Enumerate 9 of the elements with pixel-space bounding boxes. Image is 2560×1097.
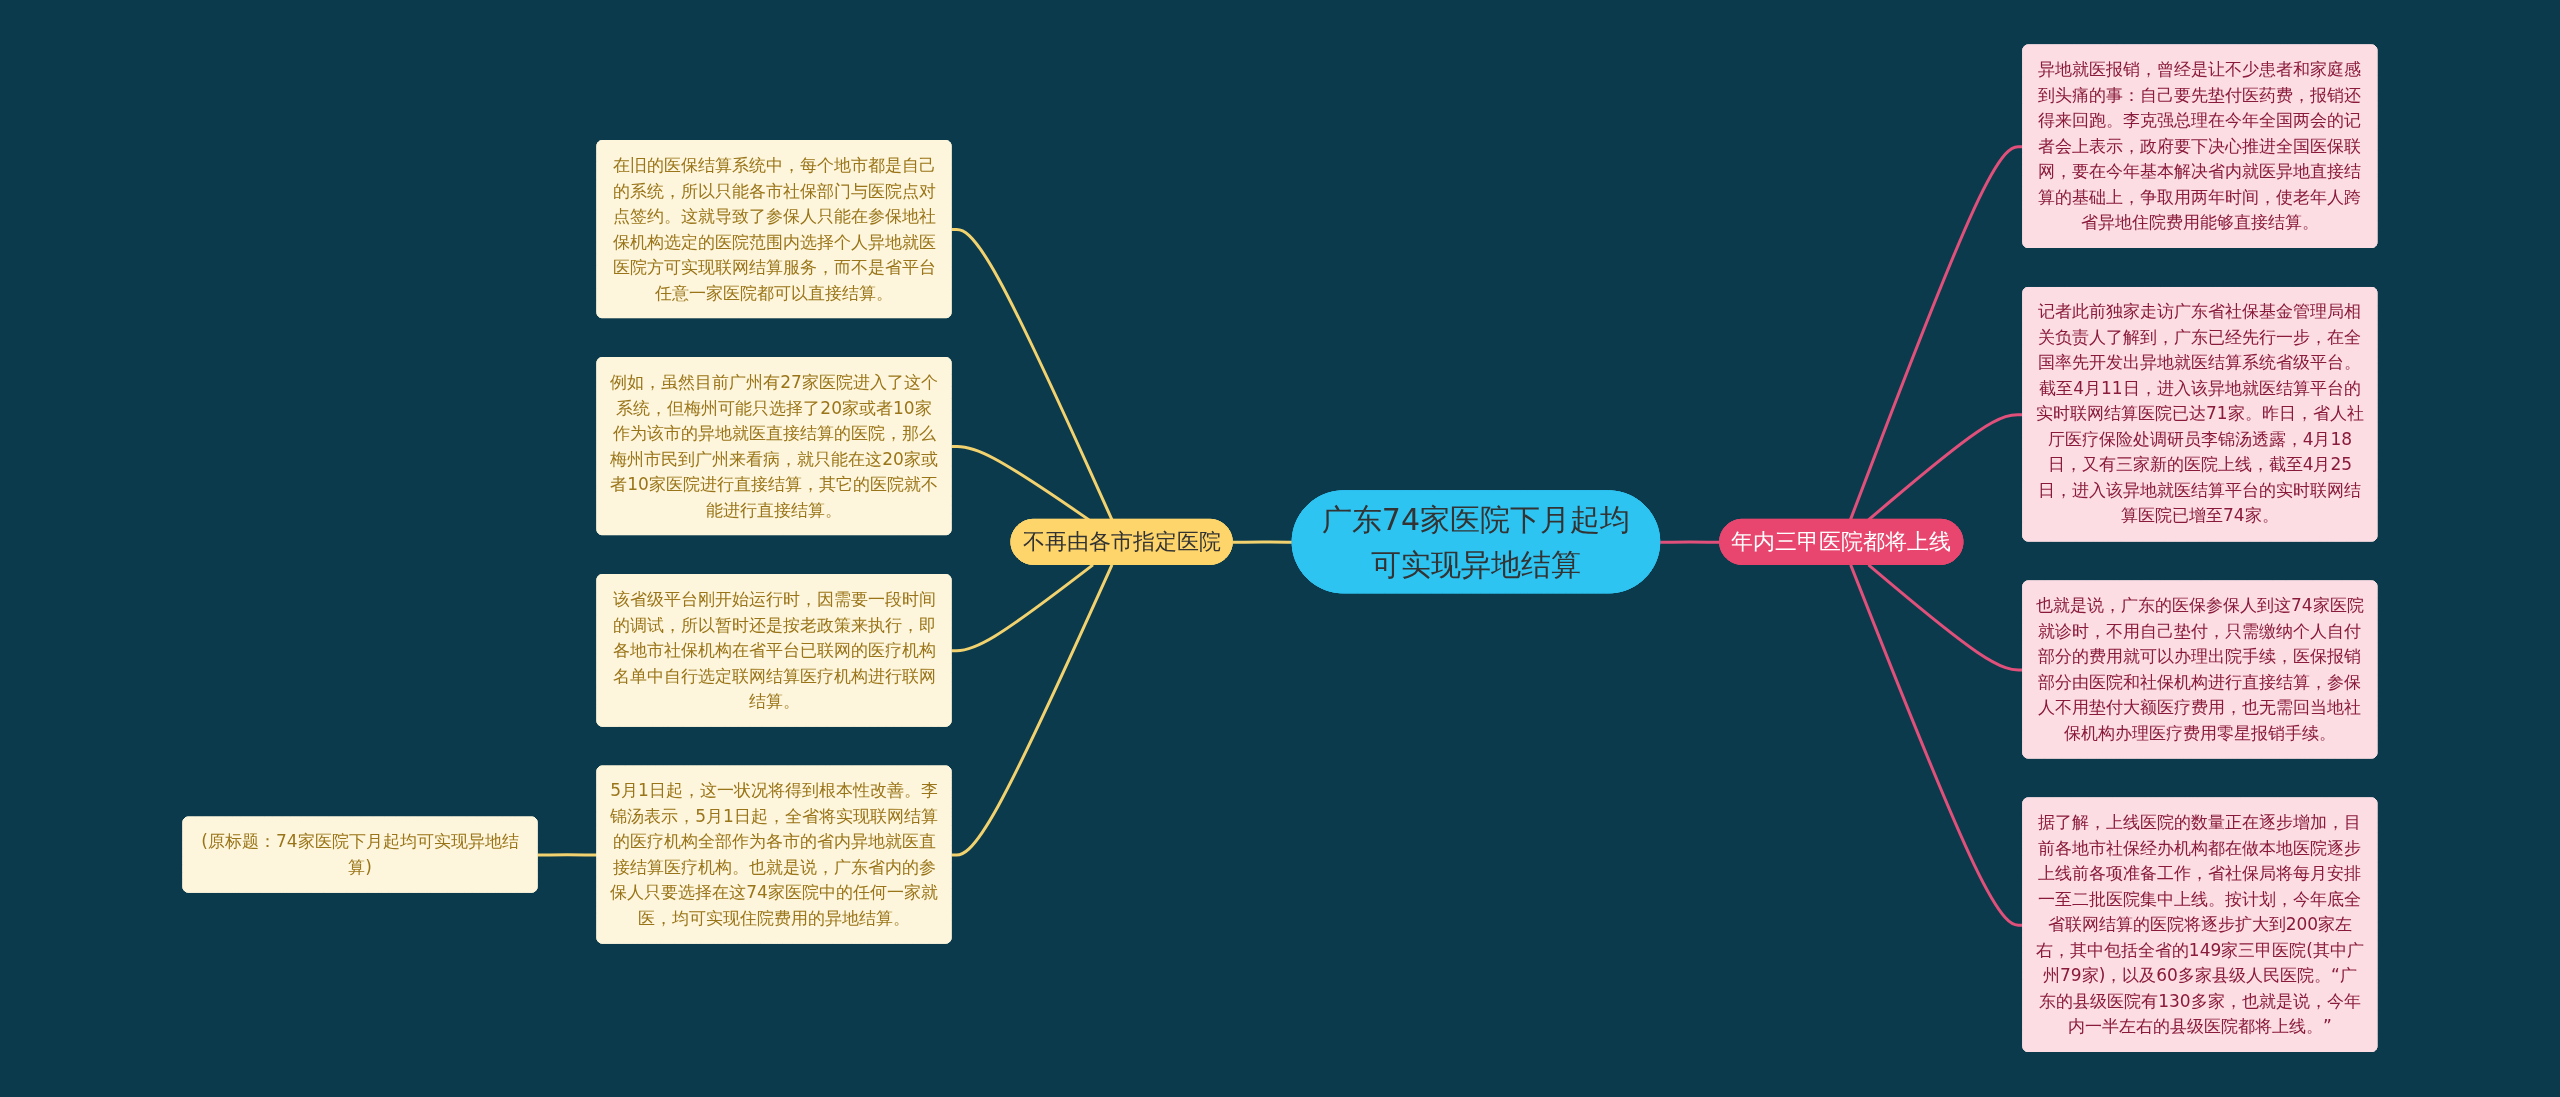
connector: [951, 564, 1114, 857]
connector: [1232, 540, 1293, 545]
connector: [951, 563, 1094, 653]
connector: [537, 853, 598, 857]
connector: [1849, 145, 2024, 521]
connector: [951, 228, 1114, 521]
connector: [1660, 540, 1721, 545]
connector: [1849, 564, 2024, 927]
connector: [1867, 563, 2024, 672]
